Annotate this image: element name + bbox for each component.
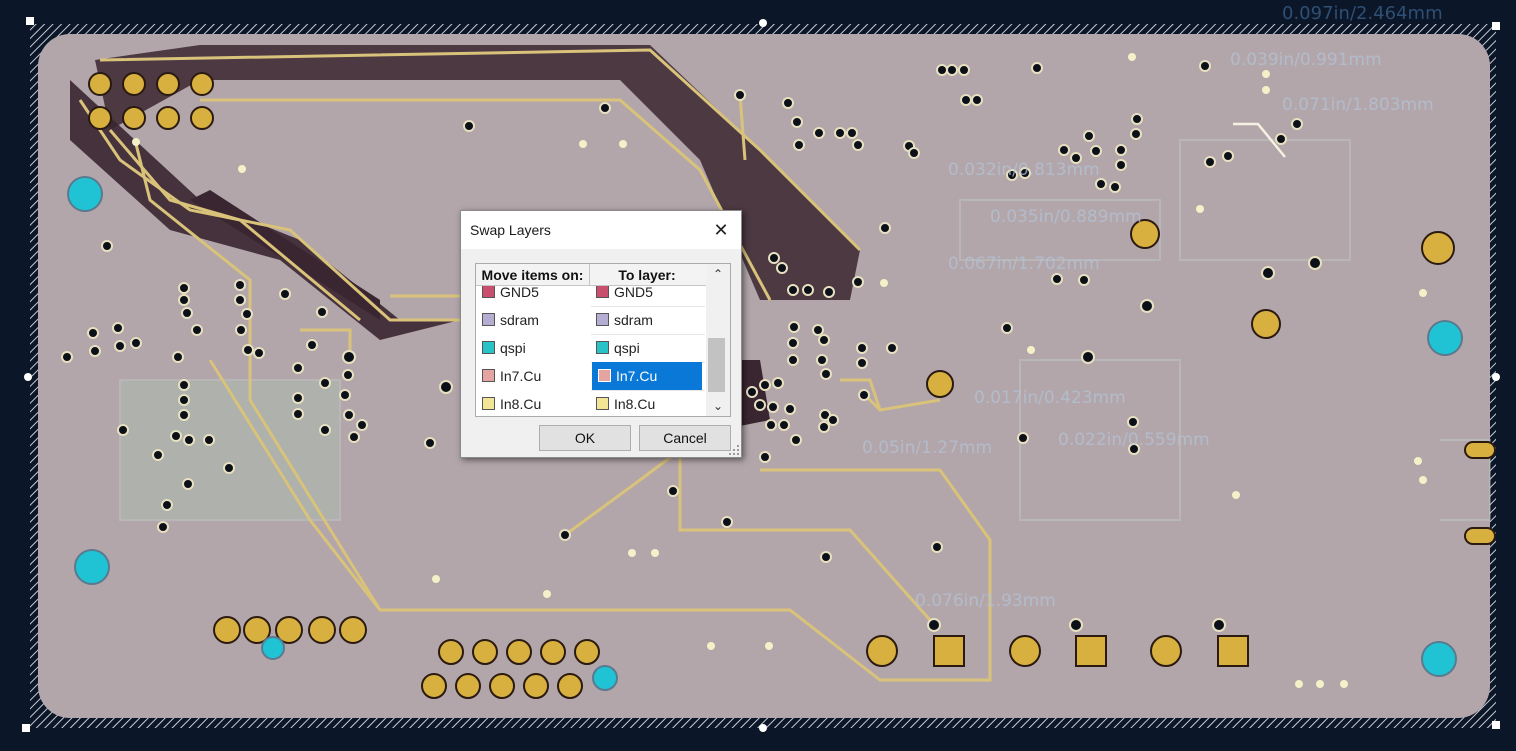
layer-color-swatch [596,341,609,354]
vias [61,60,1322,632]
dimension-label: 0.05in/1.27mm [862,438,993,458]
layer-name: In8.Cu [500,396,542,412]
layer-grid[interactable]: Move items on: To layer: GND5 GND5 sdram… [475,263,731,417]
layer-color-swatch [482,285,495,298]
dimension-label: 0.097in/2.464mm [1282,3,1443,24]
column-header-move-items: Move items on: [476,264,590,285]
selection-handles [22,17,1500,732]
scroll-down-icon[interactable]: ⌄ [712,399,724,413]
dialog-title: Swap Layers [470,222,551,238]
dimension-label: 0.039in/0.991mm [1230,50,1382,70]
dimension-label: 0.017in/0.423mm [974,388,1126,408]
layer-color-swatch [482,397,495,410]
layer-color-swatch [596,285,609,298]
layer-color-swatch [596,313,609,326]
layer-color-swatch [482,369,495,382]
layer-color-swatch [598,369,611,382]
layer-name: sdram [500,312,539,328]
from-layer-row[interactable]: In7.Cu [476,362,592,390]
dimension-label: 0.035in/0.889mm [990,207,1142,227]
to-layer-cell[interactable]: GND5 [590,278,706,306]
layer-name: qspi [500,340,526,356]
through-hole-pads [88,72,1496,699]
board-body [38,34,1490,718]
from-layer-row[interactable]: In8.Cu [476,390,592,416]
to-layer-cell[interactable]: sdram [590,306,706,334]
swap-layers-dialog: Swap Layers ✕ Move items on: To layer: G… [460,210,742,458]
from-layer-row[interactable]: sdram [476,306,592,334]
scroll-up-icon[interactable]: ⌃ [712,267,724,281]
layer-name: qspi [614,340,640,356]
cancel-button[interactable]: Cancel [639,425,731,451]
layer-name: GND5 [500,284,539,300]
layer-name: In8.Cu [614,396,656,412]
to-layer-cell[interactable]: qspi [590,334,706,362]
to-layer-cell-selected[interactable]: In7.Cu [592,362,702,390]
layer-name: In7.Cu [616,368,658,384]
dimension-label: 0.022in/0.559mm [1058,430,1210,450]
mounting-holes [67,176,1463,691]
dimension-label: 0.067in/1.702mm [948,254,1100,274]
silkscreen-dots [132,53,1427,688]
column-header-to-layer: To layer: [618,267,676,283]
layer-name: In7.Cu [500,368,542,384]
close-icon[interactable]: ✕ [713,220,729,240]
ok-button[interactable]: OK [539,425,631,451]
scrollbar-thumb[interactable] [708,338,725,392]
dimension-label: 0.076in/1.93mm [915,591,1056,611]
layer-color-swatch [482,313,495,326]
resize-grip-icon[interactable] [729,445,739,455]
layer-name: GND5 [614,284,653,300]
layer-color-swatch [596,397,609,410]
dimension-label: 0.032in/0.813mm [948,160,1100,180]
layer-color-swatch [482,341,495,354]
dialog-titlebar[interactable]: Swap Layers ✕ [461,211,741,249]
from-layer-row[interactable]: qspi [476,334,592,362]
layer-name: sdram [614,312,653,328]
vertical-scrollbar[interactable]: ⌃ ⌄ [706,264,730,416]
from-layer-row[interactable]: GND5 [476,278,592,306]
dimension-label: 0.071in/1.803mm [1282,95,1434,115]
to-layer-cell[interactable]: In8.Cu [590,390,706,416]
silkscreen-marks [1233,122,1286,158]
